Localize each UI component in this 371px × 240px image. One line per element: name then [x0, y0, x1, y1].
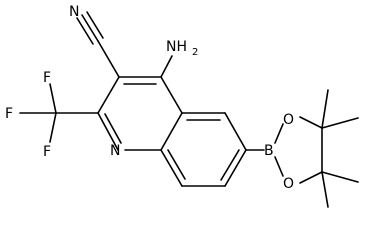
chemical-structure: N NH 2 F F F N B O O — [5, 4, 359, 208]
bond-nitrile-triple-1 — [81, 14, 99, 42]
bond-methyl-3 — [321, 171, 359, 183]
bond-c8-c8a-inner — [167, 149, 186, 180]
bond-n1-c2-inner — [104, 113, 122, 144]
atom-amino-subscript: 2 — [192, 47, 198, 58]
atom-fluorine-3: F — [43, 144, 51, 160]
bond-cf3-f3 — [49, 112, 57, 143]
bond-c3-cn — [97, 40, 120, 78]
bond-b-o1 — [274, 123, 284, 144]
bond-o2-c — [299, 171, 323, 184]
bond-methyl-4 — [321, 171, 329, 208]
bond-c4a-c8a — [160, 112, 183, 151]
bond-cf3-f2 — [49, 83, 57, 114]
bond-b-o2 — [274, 156, 284, 177]
bond-c4-nh2 — [160, 55, 173, 78]
bond-layer — [19, 11, 359, 208]
atom-label-layer: N NH 2 F F F N B O O — [5, 4, 294, 192]
atom-oxygen-2: O — [283, 176, 294, 192]
bond-methyl-1 — [321, 89, 329, 129]
atom-oxygen-1: O — [283, 112, 294, 128]
bond-c2-c3 — [97, 76, 120, 114]
bond-n1-c2 — [97, 112, 119, 151]
bond-c6-c7 — [224, 149, 247, 187]
bond-c8-c8a — [160, 149, 183, 187]
bond-c5-c6 — [224, 112, 247, 151]
atom-fluorine-2: F — [43, 70, 51, 86]
bond-nitrile-triple-2 — [86, 11, 104, 39]
bond-methyl-2 — [321, 117, 359, 129]
bond-nitrile-triple-3 — [76, 17, 94, 45]
atom-boron: B — [264, 143, 274, 159]
atom-amino-n: NH — [166, 39, 187, 55]
structure-canvas: N NH 2 F F F N B O O — [5, 4, 359, 208]
atom-nitrile-n: N — [69, 4, 79, 20]
atom-ring-nitrogen: N — [110, 143, 120, 159]
bond-c6-c7-inner — [220, 149, 240, 181]
bond-o1-c — [299, 116, 323, 129]
atom-fluorine-1: F — [5, 106, 13, 122]
bond-c4-c4a — [160, 76, 183, 114]
